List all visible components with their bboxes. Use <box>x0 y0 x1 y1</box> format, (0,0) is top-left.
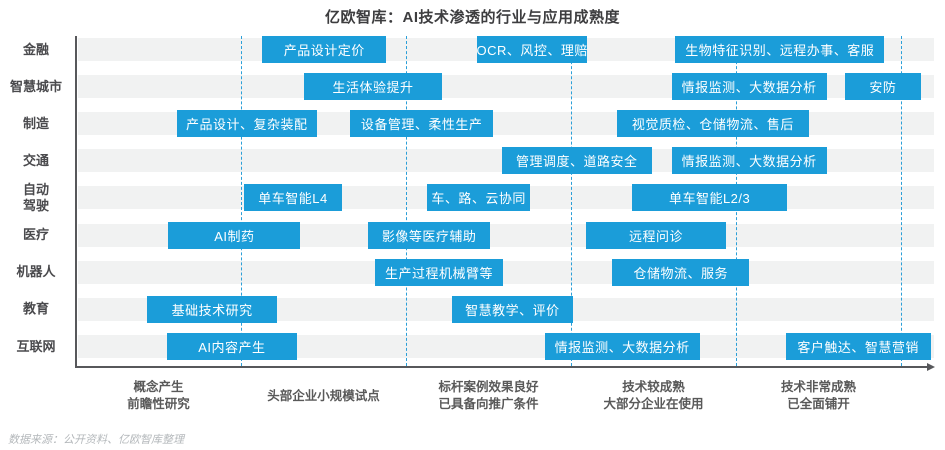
stage-label: 概念产生前瞻性研究 <box>76 376 241 416</box>
industry-row-band <box>78 260 934 284</box>
stage-label-line: 概念产生 <box>133 380 184 395</box>
chart-bar: 影像等医疗辅助 <box>368 221 491 249</box>
industry-label: 机器人 <box>0 259 72 286</box>
stage-label: 头部企业小规模试点 <box>241 376 406 416</box>
industry-label-line: 教育 <box>22 301 49 317</box>
chart-bar-label: 单车智能L4 <box>258 191 328 207</box>
chart-bar-label: 单车智能L2/3 <box>668 191 751 207</box>
industry-label: 医疗 <box>0 222 72 249</box>
chart-bar-label: 视觉质检、仓储物流、售后 <box>631 117 794 133</box>
stage-label-line: 已全面铺开 <box>787 397 850 411</box>
chart-bar: 单车智能L2/3 <box>632 184 788 212</box>
chart-bar: 单车智能L4 <box>244 184 342 212</box>
stage-label: 技术较成熟大部分企业在使用 <box>571 376 736 416</box>
chart-bar-label: 设备管理、柔性生产 <box>360 117 483 133</box>
chart-bar-label: 情报监测、大数据分析 <box>554 339 690 355</box>
industry-label: 互联网 <box>0 333 72 360</box>
stage-label: 技术非常成熟已全面铺开 <box>736 376 901 416</box>
stage-boundary-dashed-line <box>241 36 242 366</box>
chart-bar-label: 生物特征识别、远程办事、客服 <box>685 43 875 58</box>
industry-label-line: 智慧城市 <box>9 78 62 94</box>
industry-label: 交通 <box>0 147 72 174</box>
industry-label-line: 制造 <box>22 115 49 131</box>
stage-label-line: 前瞻性研究 <box>127 397 190 411</box>
chart-bar-label: 生活体验提升 <box>332 80 414 96</box>
chart-bar: 生活体验提升 <box>303 73 443 101</box>
chart-bar-label: 情报监测、大数据分析 <box>681 80 817 96</box>
chart-bar: 智慧教学、评价 <box>452 295 573 323</box>
industry-label-line: 自动 <box>22 182 49 198</box>
chart-bar: 车、路、云协同 <box>427 184 530 212</box>
chart-bar: 情报监测、大数据分析 <box>671 147 827 175</box>
chart-bar-label: 影像等医疗辅助 <box>381 228 477 244</box>
stage-label-line: 头部企业小规模试点 <box>267 388 380 403</box>
chart-bar-label: 情报监测、大数据分析 <box>681 154 817 170</box>
chart-bar: 远程问诊 <box>585 221 727 249</box>
chart-bar: 视觉质检、仓储物流、售后 <box>617 110 809 138</box>
industry-label-line: 交通 <box>22 153 49 168</box>
chart-bar: 客户触达、智慧营销 <box>785 332 931 360</box>
industry-label-line: 金融 <box>22 41 49 57</box>
chart-bar: 基础技术研究 <box>146 295 278 323</box>
chart-bar: AI制药 <box>168 221 301 249</box>
industry-label-line: 驾驶 <box>22 197 49 213</box>
chart-bar-label: 基础技术研究 <box>171 302 253 318</box>
stage-label-line: 技术非常成熟 <box>780 380 856 395</box>
chart-bar-label: 客户触达、智慧营销 <box>797 339 919 355</box>
stage-boundary-dashed-line <box>406 36 407 366</box>
chart-bar-label: 远程问诊 <box>628 228 683 244</box>
stage-label-line: 大部分企业在使用 <box>603 397 704 411</box>
chart-bar-label: 智慧教学、评价 <box>465 302 560 318</box>
chart-bar: 产品设计定价 <box>262 36 387 63</box>
chart-bar-label: 生产过程机械臂等 <box>384 265 493 281</box>
x-axis-line <box>75 366 927 368</box>
y-axis-line <box>75 36 77 368</box>
chart-bar: AI内容产生 <box>166 332 298 360</box>
x-axis-arrow <box>927 363 935 371</box>
stage-label-line: 技术较成熟 <box>622 380 685 395</box>
chart-bar: 情报监测、大数据分析 <box>671 73 827 101</box>
chart-bar: 情报监测、大数据分析 <box>544 332 700 360</box>
stage-label-line: 已具备向推广条件 <box>438 397 539 411</box>
chart-bar-label: OCR、风控、理赔 <box>476 43 588 58</box>
stage-label: 标杆案例效果良好已具备向推广条件 <box>406 376 571 416</box>
chart-bar: 生物特征识别、远程办事、客服 <box>674 36 885 63</box>
industry-label: 金融 <box>0 36 72 63</box>
chart-bar-label: 管理调度、道路安全 <box>516 154 638 170</box>
chart-bar: 生产过程机械臂等 <box>374 258 504 286</box>
chart-bar: 安防 <box>844 73 921 101</box>
industry-label: 智慧城市 <box>0 73 72 100</box>
industry-label: 制造 <box>0 110 72 137</box>
industry-label: 教育 <box>0 296 72 323</box>
chart-bar-label: 产品设计定价 <box>283 43 365 58</box>
chart-bar-label: 仓储物流、服务 <box>633 265 728 281</box>
industry-label-line: 机器人 <box>16 264 56 280</box>
chart-bar: OCR、风控、理赔 <box>477 36 588 63</box>
chart-bar-label: AI内容产生 <box>198 339 266 355</box>
stage-boundary-dashed-line <box>571 36 572 366</box>
stage-boundary-dashed-line <box>901 36 902 366</box>
stage-label-line: 标杆案例效果良好 <box>438 380 539 395</box>
chart-bar-label: 产品设计、复杂装配 <box>186 117 308 133</box>
chart-bar-label: AI制药 <box>214 228 255 244</box>
industry-label-line: 互联网 <box>16 338 56 354</box>
source-note: 数据来源：公开资料、亿欧智库整理 <box>8 434 184 446</box>
industry-label: 自动驾驶 <box>0 182 72 213</box>
chart-bar-label: 车、路、云协同 <box>431 191 526 207</box>
chart-bar: 仓储物流、服务 <box>612 258 750 286</box>
chart-bar-label: 安防 <box>869 80 897 96</box>
chart-bar: 设备管理、柔性生产 <box>349 110 494 138</box>
chart-bar: 管理调度、道路安全 <box>501 147 652 175</box>
chart-bar: 产品设计、复杂装配 <box>176 110 317 138</box>
industry-label-line: 医疗 <box>22 227 49 243</box>
page-title: 亿欧智库：AI技术渗透的行业与应用成熟度 <box>324 9 620 26</box>
